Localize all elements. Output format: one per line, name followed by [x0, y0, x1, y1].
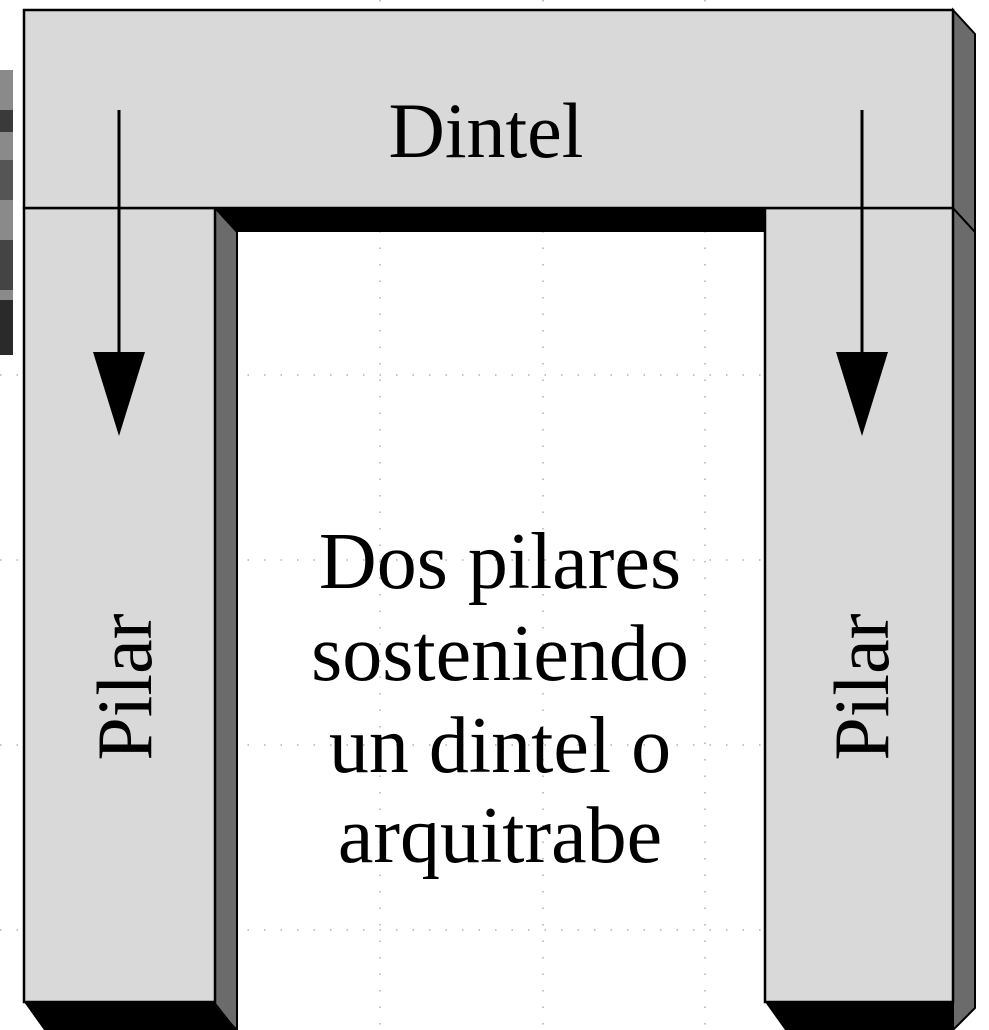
right-pillar [763, 205, 976, 1030]
right-pillar-label: Pilar [818, 613, 905, 760]
caption: Dos pilares sosteniendo un dintel o arqu… [311, 518, 689, 880]
left-arrow-head [93, 352, 145, 436]
lintel-right-side [952, 7, 976, 235]
right-arrow-head [836, 352, 888, 436]
lintel-face [22, 8, 955, 210]
left-pillar-bottom [24, 1002, 237, 1030]
left-edge-artifact [0, 70, 13, 355]
right-pillar-side [952, 205, 976, 1030]
right-pillar-face [763, 206, 955, 1004]
left-pillar-inner-side [214, 205, 238, 1030]
lintel-underside-shadow [215, 208, 765, 232]
caption-line: sosteniendo [311, 610, 689, 698]
right-pillar-bottom [765, 1002, 953, 1030]
load-arrows [93, 110, 888, 436]
caption-line: Dos pilares [319, 518, 681, 606]
caption-line: arquitrabe [338, 792, 662, 880]
lintel-label: Dintel [389, 87, 584, 174]
caption-line: un dintel o [329, 702, 671, 790]
lintel [22, 7, 976, 235]
left-pillar-label: Pilar [81, 613, 168, 760]
